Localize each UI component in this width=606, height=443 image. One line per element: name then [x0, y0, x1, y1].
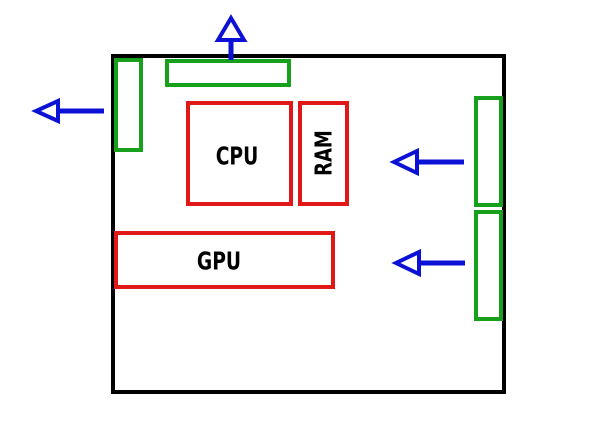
top-exhaust-arrow-icon	[214, 14, 248, 60]
ram-label: RAM	[311, 130, 338, 176]
cpu-box	[186, 101, 293, 206]
front-intake-fan-lower	[474, 210, 503, 321]
gpu-box	[114, 231, 335, 289]
front-intake-fan-upper	[474, 96, 503, 207]
top-exhaust-fan	[165, 59, 291, 87]
rear-exhaust-arrow-icon	[31, 97, 104, 125]
computer-case	[111, 54, 506, 394]
lower-intake-arrow-icon	[391, 248, 465, 278]
cpu-label: CPU	[216, 142, 259, 172]
rear-exhaust-fan	[114, 58, 143, 152]
ram-box	[298, 101, 349, 206]
gpu-label: GPU	[197, 247, 241, 277]
upper-intake-arrow-icon	[389, 147, 464, 177]
